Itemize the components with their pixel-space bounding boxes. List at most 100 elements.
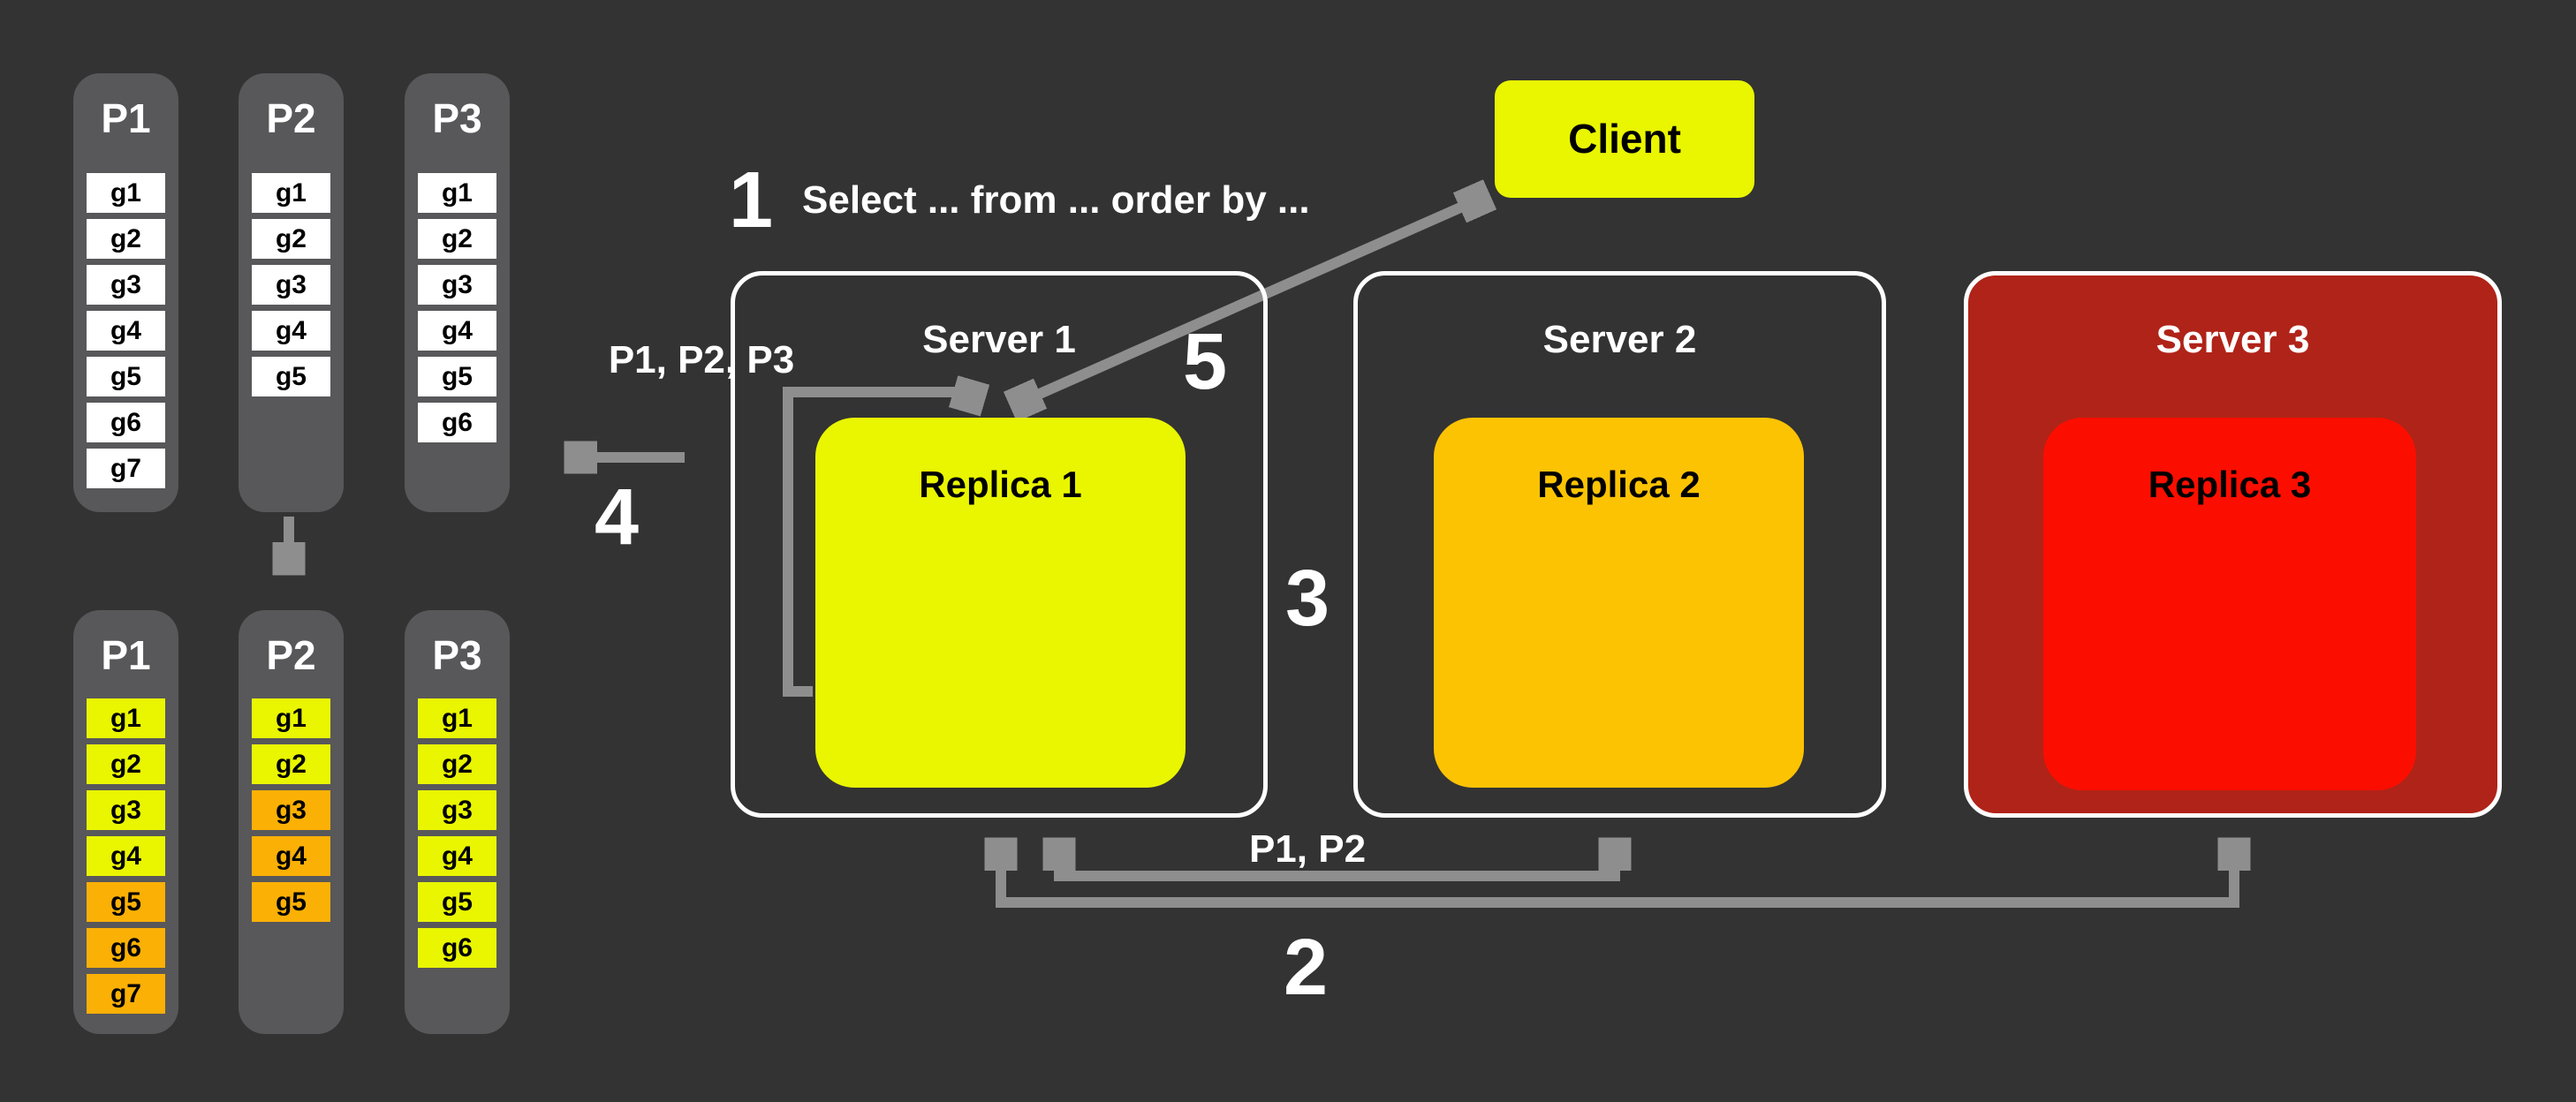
- partition-title: P3: [432, 632, 482, 678]
- group-cell: g1: [252, 698, 330, 738]
- server-3-title: Server 3: [2156, 318, 2310, 361]
- cell-label: g4: [110, 842, 141, 871]
- partition-column-top-p3: P3 g1 g2 g3 g4 g5 g6: [405, 73, 510, 512]
- step-4-number: 4: [594, 473, 640, 562]
- group-cell: g4: [87, 311, 165, 351]
- query-label: Select ... from ... order by ...: [802, 178, 1310, 222]
- cell-label: g6: [110, 933, 141, 962]
- partition-title: P1: [101, 95, 151, 141]
- group-cell: g1: [87, 173, 165, 213]
- replica-3-title: Replica 3: [2148, 464, 2312, 505]
- cell-label: g5: [441, 887, 473, 917]
- cell-label: g1: [275, 178, 307, 208]
- group-cell: g7: [87, 449, 165, 488]
- partition-title: P1: [101, 632, 151, 678]
- cell-label: g4: [441, 316, 473, 345]
- group-cell: g2: [87, 744, 165, 784]
- group-cell: g6: [87, 403, 165, 442]
- step-5-number: 5: [1182, 318, 1228, 406]
- partition-column-bottom-p3: P3 g1 g2 g3 g4 g5 g6: [405, 610, 510, 1034]
- group-cell: g2: [418, 744, 496, 784]
- cell-label: g2: [110, 750, 141, 779]
- cell-label: g5: [110, 362, 141, 391]
- group-cell: g1: [252, 173, 330, 213]
- partition-title: P2: [266, 95, 316, 141]
- group-cell: g4: [252, 836, 330, 876]
- group-cell: g5: [418, 357, 496, 396]
- cell-label: g4: [275, 842, 307, 871]
- cell-label: g2: [441, 224, 473, 253]
- gather-partitions-label: P1, P2: [1248, 827, 1367, 871]
- cell-label: g7: [110, 454, 141, 483]
- group-cell: g5: [87, 882, 165, 922]
- group-cell: g5: [252, 882, 330, 922]
- group-cell: g1: [418, 173, 496, 213]
- replica-3-box: Replica 3: [2043, 418, 2416, 790]
- cell-label: g3: [110, 796, 141, 825]
- group-cell: g6: [87, 928, 165, 968]
- server-1-title: Server 1: [922, 318, 1076, 361]
- replica-2-box: Replica 2: [1434, 418, 1804, 788]
- step-1-number: 1: [728, 156, 774, 245]
- group-cell: g6: [418, 928, 496, 968]
- cell-label: g4: [441, 842, 473, 871]
- group-cell: g3: [252, 265, 330, 305]
- replica-1-title: Replica 1: [919, 464, 1082, 505]
- fanout-partitions-label: P1, P2, P3: [608, 338, 795, 381]
- cell-label: g1: [441, 704, 473, 733]
- group-cell: g4: [418, 836, 496, 876]
- step-3-number: 3: [1284, 555, 1330, 643]
- group-cell: g2: [418, 219, 496, 259]
- group-cell: g3: [252, 790, 330, 830]
- cell-label: g1: [110, 178, 141, 208]
- cell-label: g5: [275, 362, 307, 391]
- partition-title: P2: [266, 632, 316, 678]
- cell-label: g5: [441, 362, 473, 391]
- group-cell: g4: [252, 311, 330, 351]
- replica-2-title: Replica 2: [1537, 464, 1701, 505]
- cell-label: g6: [441, 408, 473, 437]
- partition-column-bottom-p2: P2 g1 g2 g3 g4 g5: [239, 610, 344, 1034]
- cell-label: g6: [110, 408, 141, 437]
- cell-label: g3: [441, 270, 473, 299]
- cell-label: g2: [110, 224, 141, 253]
- group-cell: g5: [418, 882, 496, 922]
- server-1-box: Server 1 Replica 1: [731, 271, 1268, 818]
- partition-title: P3: [432, 95, 482, 141]
- group-cell: g2: [252, 219, 330, 259]
- partition-column-bottom-p1: P1 g1 g2 g3 g4 g5 g6 g7: [73, 610, 178, 1034]
- cell-label: g3: [110, 270, 141, 299]
- group-cell: g1: [418, 698, 496, 738]
- cell-label: g2: [275, 750, 307, 779]
- group-cell: g3: [87, 790, 165, 830]
- partition-column-top-p2: P2 g1 g2 g3 g4 g5: [239, 73, 344, 512]
- group-cell: g5: [87, 357, 165, 396]
- cell-label: g7: [110, 979, 141, 1008]
- cell-label: g1: [110, 704, 141, 733]
- group-cell: g4: [87, 836, 165, 876]
- group-cell: g3: [87, 265, 165, 305]
- cell-label: g4: [275, 316, 307, 345]
- cell-label: g4: [110, 316, 141, 345]
- group-cell: g4: [418, 311, 496, 351]
- step-2-number: 2: [1283, 924, 1329, 1012]
- cell-label: g3: [275, 270, 307, 299]
- server-3-box: Server 3 Replica 3: [1964, 271, 2502, 818]
- bracket-server1-server3: [1001, 846, 2234, 908]
- partition-column-top-p1: P1 g1 g2 g3 g4 g5 g6 g7: [73, 73, 178, 512]
- cell-label: g5: [110, 887, 141, 917]
- group-cell: g2: [252, 744, 330, 784]
- replica-1-box: Replica 1: [815, 418, 1186, 788]
- cell-label: g1: [275, 704, 307, 733]
- cell-label: g3: [275, 796, 307, 825]
- group-cell: g7: [87, 974, 165, 1014]
- group-cell: g6: [418, 403, 496, 442]
- cell-label: g2: [275, 224, 307, 253]
- cell-label: g1: [441, 178, 473, 208]
- group-cell: g3: [418, 790, 496, 830]
- group-cell: g1: [87, 698, 165, 738]
- cell-label: g6: [441, 933, 473, 962]
- server-2-box: Server 2 Replica 2: [1353, 271, 1886, 818]
- group-cell: g3: [418, 265, 496, 305]
